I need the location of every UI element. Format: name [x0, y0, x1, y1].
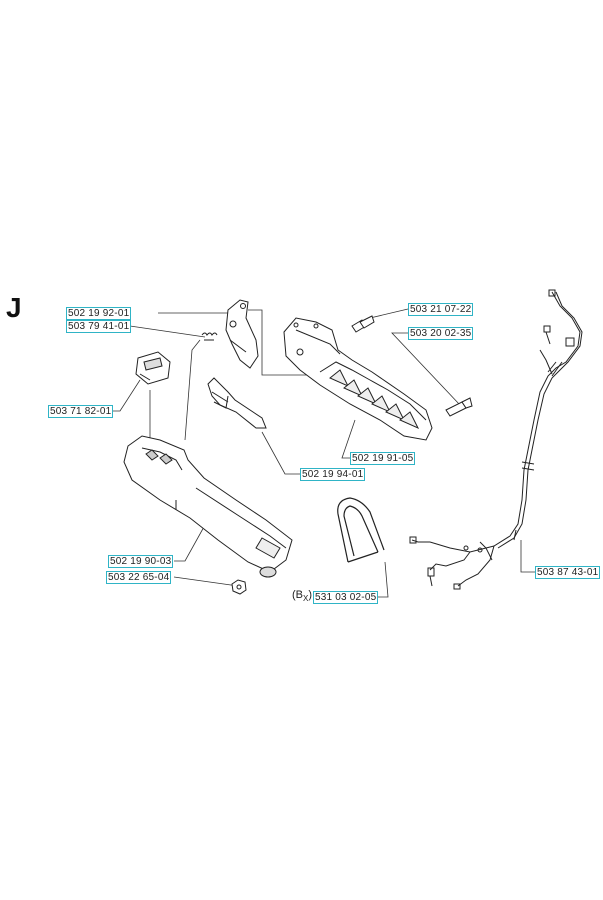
part-label-5[interactable]: 503 20 02-35: [408, 327, 474, 340]
section-letter: J: [6, 292, 22, 323]
part-label-10[interactable]: 531 03 02-05: [313, 591, 379, 604]
leader-line-p8: [174, 524, 206, 562]
wiring-harness: [409, 289, 583, 590]
leader-line-p10: [378, 561, 389, 598]
cable-clip: [337, 497, 385, 563]
part-label-1[interactable]: 502 19 92-01: [66, 307, 132, 320]
nut: [231, 579, 247, 595]
leader-line-p4: [369, 308, 409, 319]
part-label-2[interactable]: 503 79 41-01: [66, 320, 132, 333]
leader-line-p11: [520, 540, 535, 573]
screw-upper: [351, 315, 375, 333]
guide-line: [184, 339, 201, 441]
screw-long: [445, 397, 473, 417]
part-label-11[interactable]: 503 87 43-01: [535, 566, 601, 579]
handle-lower-half: [123, 435, 293, 578]
guide-line: [248, 309, 310, 376]
leader-line-p3: [110, 379, 141, 412]
prefix-sub: X: [303, 594, 309, 604]
leader-line-p7: [261, 431, 300, 475]
stop-switch: [135, 351, 171, 385]
handle-upper-half: [283, 317, 433, 441]
prefix-open: (B: [292, 589, 303, 601]
throttle-trigger: [225, 299, 259, 369]
part-label-3[interactable]: 503 71 82-01: [48, 405, 114, 418]
leader-line-p5: [391, 332, 461, 406]
part-label-4[interactable]: 503 21 07-22: [408, 303, 474, 316]
leader-line-p6: [341, 419, 356, 459]
prefix-close: ): [308, 589, 313, 601]
throttle-lever: [207, 377, 267, 429]
part-prefix: (BX): [292, 589, 312, 603]
part-label-9[interactable]: 503 22 65-04: [106, 571, 172, 584]
part-label-7[interactable]: 502 19 94-01: [300, 468, 366, 481]
part-label-8[interactable]: 502 19 90-03: [108, 555, 174, 568]
spring: [201, 332, 218, 341]
leader-line-p9: [173, 576, 239, 587]
part-label-6[interactable]: 502 19 91-05: [350, 452, 416, 465]
leader-line-p2: [129, 325, 206, 338]
